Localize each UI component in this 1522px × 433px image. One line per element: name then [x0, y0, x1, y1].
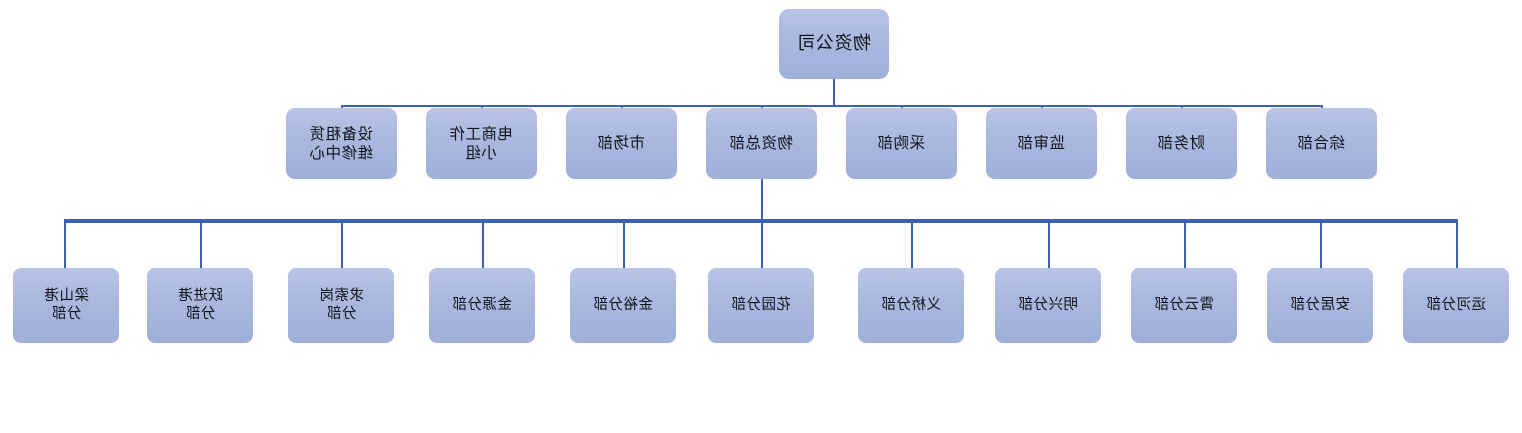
org-node-huayuan-branch[interactable]: 花园分部 — [708, 268, 814, 343]
org-node-equipment-leasing-center[interactable]: 设备租赁 维修中心 — [286, 108, 397, 179]
org-node-label: 运河分部 — [1426, 296, 1486, 313]
org-node-label: 物资总部 — [729, 134, 794, 153]
org-node-label: 监审部 — [1017, 134, 1066, 153]
org-node-audit-dept[interactable]: 监审部 — [986, 108, 1097, 179]
org-node-label: 金裕分部 — [593, 296, 653, 313]
org-node-yuejin-port-branch[interactable]: 跃进港 分部 — [147, 268, 253, 343]
connector-root-stem — [833, 79, 835, 106]
org-node-label: 花园分部 — [731, 296, 791, 313]
org-node-qiusuo-gang-branch[interactable]: 求索岗 分部 — [288, 268, 394, 343]
connector-level3-drop-6 — [761, 219, 763, 268]
org-node-label: 财务部 — [1157, 134, 1206, 153]
connector-level3-drop-11 — [1456, 219, 1458, 268]
org-node-label: 明兴分部 — [1018, 296, 1078, 313]
org-node-market-dept[interactable]: 市场部 — [566, 108, 677, 179]
org-node-ecommerce-workgroup[interactable]: 电商工作 小组 — [426, 108, 537, 179]
org-node-label: 求索岗 分部 — [318, 287, 364, 322]
org-node-root-label: 物资公司 — [797, 33, 871, 55]
org-node-anju-branch[interactable]: 安居分部 — [1267, 268, 1373, 343]
org-node-mingxing-branch[interactable]: 明兴分部 — [995, 268, 1101, 343]
org-node-label: 金源分部 — [452, 296, 512, 313]
org-node-jinyu-branch[interactable]: 金裕分部 — [570, 268, 676, 343]
org-node-label: 义桥分部 — [881, 296, 941, 313]
connector-level3-stem — [761, 179, 763, 221]
org-node-label: 电商工作 小组 — [449, 124, 514, 162]
org-node-finance-dept[interactable]: 财务部 — [1126, 108, 1237, 179]
connector-level3-drop-4 — [482, 219, 484, 268]
connector-level2-bus — [341, 105, 1321, 107]
connector-level3-drop-10 — [1320, 219, 1322, 268]
org-node-xiaoyun-branch[interactable]: 霄云分部 — [1131, 268, 1237, 343]
connector-level3-drop-1 — [64, 219, 66, 268]
connector-level3-drop-9 — [1184, 219, 1186, 268]
org-node-procurement-dept[interactable]: 采购部 — [846, 108, 957, 179]
org-node-label: 设备租赁 维修中心 — [309, 124, 374, 162]
connector-level3-drop-7 — [911, 219, 913, 268]
org-node-label: 梁山港 分部 — [43, 287, 89, 322]
org-node-jinyuan-branch[interactable]: 金源分部 — [429, 268, 535, 343]
org-node-label: 霄云分部 — [1154, 296, 1214, 313]
connector-level3-drop-5 — [623, 219, 625, 268]
org-node-general-affairs-dept[interactable]: 综合部 — [1266, 108, 1377, 179]
org-node-label: 市场部 — [597, 134, 646, 153]
org-node-label: 安居分部 — [1290, 296, 1350, 313]
org-node-label: 采购部 — [877, 134, 926, 153]
org-node-root[interactable]: 物资公司 — [779, 9, 889, 79]
org-node-yunhe-branch[interactable]: 运河分部 — [1403, 268, 1509, 343]
connector-level3-drop-3 — [341, 219, 343, 268]
connector-level3-drop-8 — [1048, 219, 1050, 268]
connector-level3-drop-2 — [200, 219, 202, 268]
org-node-label: 综合部 — [1297, 134, 1346, 153]
org-node-materials-headquarters[interactable]: 物资总部 — [706, 108, 817, 179]
org-node-label: 跃进港 分部 — [177, 287, 223, 322]
org-node-yiqiao-branch[interactable]: 义桥分部 — [858, 268, 964, 343]
connector-level3-bus — [64, 219, 1457, 223]
org-node-liangshan-port-branch[interactable]: 梁山港 分部 — [13, 268, 119, 343]
